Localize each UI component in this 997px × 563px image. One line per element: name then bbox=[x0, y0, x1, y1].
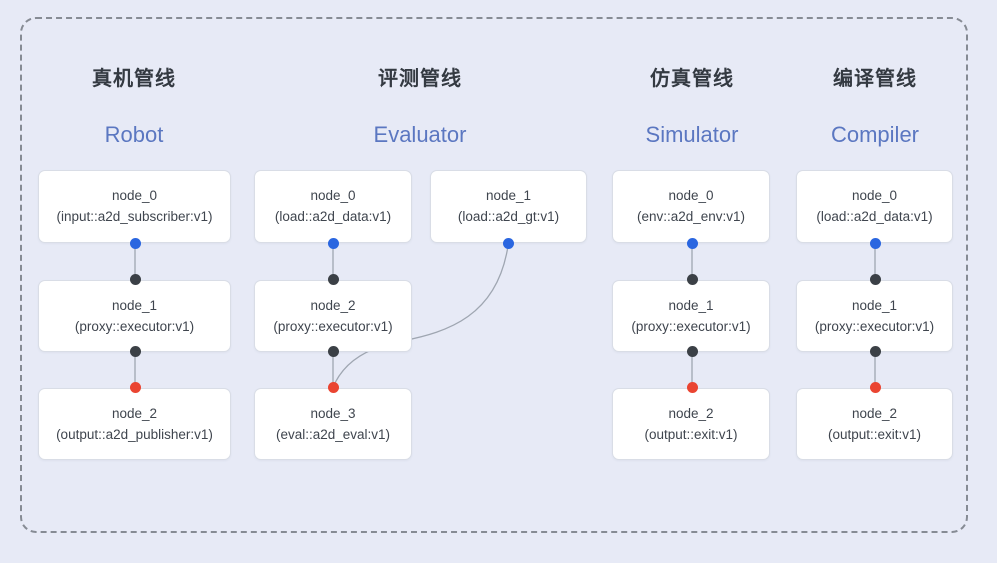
port-dot-robot-node1-output bbox=[130, 346, 141, 357]
port-dot-evaluator-node3-input bbox=[328, 382, 339, 393]
node-box-compiler-node2: node_2 (output::exit:v1) bbox=[796, 388, 953, 460]
port-dot-simulator-node2-input bbox=[687, 382, 698, 393]
node-type: (output::exit:v1) bbox=[827, 426, 922, 442]
node-name: node_0 bbox=[310, 188, 356, 203]
node-name: node_2 bbox=[851, 405, 898, 421]
node-type: (load::a2d_gt:v1) bbox=[457, 209, 560, 224]
node-box-compiler-node1: node_1 (proxy::executor:v1) bbox=[796, 280, 953, 352]
node-box-evaluator-node1: node_1 (load::a2d_gt:v1) bbox=[430, 170, 587, 243]
pipeline-title-cn-simulator: 仿真管线 bbox=[650, 68, 734, 90]
node-box-compiler-node0: node_0 (load::a2d_data:v1) bbox=[796, 170, 953, 243]
node-box-evaluator-node2: node_2 (proxy::executor:v1) bbox=[254, 280, 412, 352]
node-name: node_1 bbox=[111, 297, 158, 313]
port-dot-compiler-node1-output bbox=[870, 346, 881, 357]
port-dot-simulator-node1-output bbox=[687, 346, 698, 357]
node-box-simulator-node1: node_1 (proxy::executor:v1) bbox=[612, 280, 770, 352]
node-type: (proxy::executor:v1) bbox=[74, 318, 195, 334]
port-dot-simulator-node0-output bbox=[687, 238, 698, 249]
pipeline-title-en-evaluator: Evaluator bbox=[373, 122, 467, 147]
pipeline-title-en-robot: Robot bbox=[104, 122, 164, 147]
port-dot-compiler-node2-input bbox=[870, 382, 881, 393]
node-type: (output::exit:v1) bbox=[644, 426, 738, 442]
node-box-robot-node0: node_0 (input::a2d_subscriber:v1) bbox=[38, 170, 231, 243]
node-name: node_2 bbox=[111, 405, 158, 421]
node-name: node_1 bbox=[851, 297, 898, 313]
node-name: node_2 bbox=[668, 405, 714, 421]
port-dot-compiler-node1-input bbox=[870, 274, 881, 285]
port-dot-evaluator-node1-output bbox=[503, 238, 514, 249]
port-dot-compiler-node0-output bbox=[870, 238, 881, 249]
node-type: (env::a2d_env:v1) bbox=[636, 209, 746, 224]
port-dot-simulator-node1-input bbox=[687, 274, 698, 285]
node-box-simulator-node2: node_2 (output::exit:v1) bbox=[612, 388, 770, 460]
node-name: node_3 bbox=[310, 405, 356, 421]
port-dot-evaluator-node0-output bbox=[328, 238, 339, 249]
pipeline-title-en-compiler: Compiler bbox=[830, 122, 920, 147]
node-box-evaluator-node3: node_3 (eval::a2d_eval:v1) bbox=[254, 388, 412, 460]
port-dot-evaluator-node2-input bbox=[328, 274, 339, 285]
node-type: (proxy::executor:v1) bbox=[273, 318, 393, 334]
node-type: (load::a2d_data:v1) bbox=[816, 209, 933, 224]
node-type: (load::a2d_data:v1) bbox=[274, 209, 392, 224]
node-box-evaluator-node0: node_0 (load::a2d_data:v1) bbox=[254, 170, 412, 243]
node-type: (input::a2d_subscriber:v1) bbox=[56, 209, 213, 224]
pipeline-title-en-simulator: Simulator bbox=[645, 122, 739, 147]
port-dot-evaluator-node2-output bbox=[328, 346, 339, 357]
node-name: node_1 bbox=[668, 297, 714, 313]
node-name: node_0 bbox=[851, 188, 898, 203]
port-dot-robot-node1-input bbox=[130, 274, 141, 285]
port-dot-robot-node2-input bbox=[130, 382, 141, 393]
node-box-robot-node1: node_1 (proxy::executor:v1) bbox=[38, 280, 231, 352]
node-box-robot-node2: node_2 (output::a2d_publisher:v1) bbox=[38, 388, 231, 460]
node-type: (output::a2d_publisher:v1) bbox=[56, 426, 213, 442]
dashed-frame bbox=[20, 17, 968, 533]
pipeline-title-cn-robot: 真机管线 bbox=[92, 68, 176, 90]
node-name: node_1 bbox=[485, 188, 532, 203]
node-box-simulator-node0: node_0 (env::a2d_env:v1) bbox=[612, 170, 770, 243]
node-name: node_0 bbox=[668, 188, 714, 203]
pipeline-title-cn-compiler: 编译管线 bbox=[833, 68, 917, 90]
port-dot-robot-node0-output bbox=[130, 238, 141, 249]
pipeline-title-cn-evaluator: 评测管线 bbox=[378, 68, 462, 90]
node-name: node_2 bbox=[310, 297, 356, 313]
node-type: (proxy::executor:v1) bbox=[814, 318, 935, 334]
node-type: (eval::a2d_eval:v1) bbox=[275, 426, 391, 442]
node-name: node_0 bbox=[111, 188, 158, 203]
node-type: (proxy::executor:v1) bbox=[631, 318, 751, 334]
